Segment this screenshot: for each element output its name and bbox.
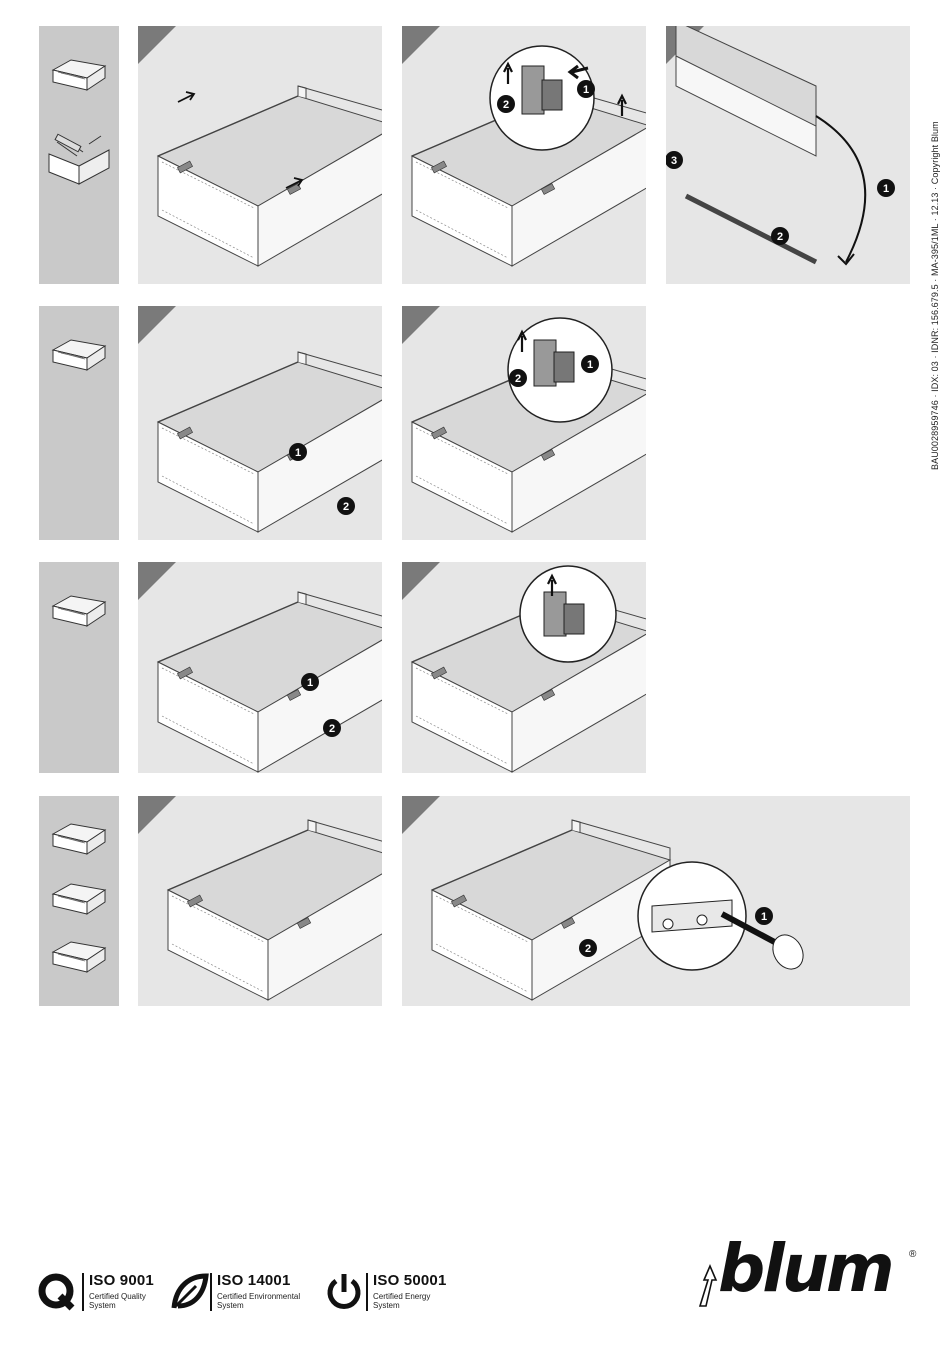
drawer-icon xyxy=(39,562,119,773)
drawer-type-side-row1 xyxy=(39,26,119,284)
leaf-icon xyxy=(170,1272,210,1312)
iso-title: ISO 14001 xyxy=(217,1272,291,1289)
step-panel-1a xyxy=(138,26,382,284)
step-panel-3b xyxy=(402,562,646,773)
step-panel-4a xyxy=(138,796,382,1006)
drawer-type-side-row3 xyxy=(39,562,119,773)
iso-title: ISO 50001 xyxy=(373,1272,447,1289)
drawer-type-side-row4 xyxy=(39,796,119,1006)
badge-1: 1 xyxy=(587,359,593,371)
step-panel-2a: 1 2 xyxy=(138,306,382,540)
brand-logo: blum xyxy=(718,1236,892,1302)
document-id: BAU0028959746 · IDX: 03 · IDNR: 156.679.… xyxy=(930,30,944,470)
badge-2: 2 xyxy=(585,943,591,955)
step-panel-4b: 1 2 xyxy=(402,796,910,1006)
badge-2: 2 xyxy=(777,231,783,243)
badge-1: 1 xyxy=(307,677,313,689)
drawer-icon xyxy=(39,306,119,540)
step-panel-3a: 1 2 xyxy=(138,562,382,773)
badge-1: 1 xyxy=(761,911,767,923)
iso-14001: ISO 14001 Certified Environmental System xyxy=(170,1272,320,1312)
step-panel-1c: 1 2 3 xyxy=(666,26,910,284)
step-panel-1b: 2 1 xyxy=(402,26,646,284)
badge-1: 1 xyxy=(583,84,589,96)
registered-mark: ® xyxy=(909,1249,916,1260)
q-quality-icon xyxy=(38,1272,78,1312)
drawer-icon xyxy=(39,26,119,284)
badge-2: 2 xyxy=(329,723,335,735)
iso-title: ISO 9001 xyxy=(89,1272,154,1289)
iso-9001: ISO 9001 Certified Quality System xyxy=(38,1272,168,1312)
power-icon xyxy=(326,1272,366,1312)
drawer-icon xyxy=(39,796,119,1006)
badge-2: 2 xyxy=(515,373,521,385)
badge-1: 1 xyxy=(883,183,889,195)
badge-2: 2 xyxy=(503,99,509,111)
badge-2: 2 xyxy=(343,501,349,513)
step-panel-2b: 2 1 xyxy=(402,306,646,540)
badge-1: 1 xyxy=(295,447,301,459)
badge-3: 3 xyxy=(671,155,677,167)
drawer-type-side-row2 xyxy=(39,306,119,540)
blum-figure-icon xyxy=(696,1262,720,1308)
iso-50001: ISO 50001 Certified Energy System xyxy=(326,1272,456,1312)
